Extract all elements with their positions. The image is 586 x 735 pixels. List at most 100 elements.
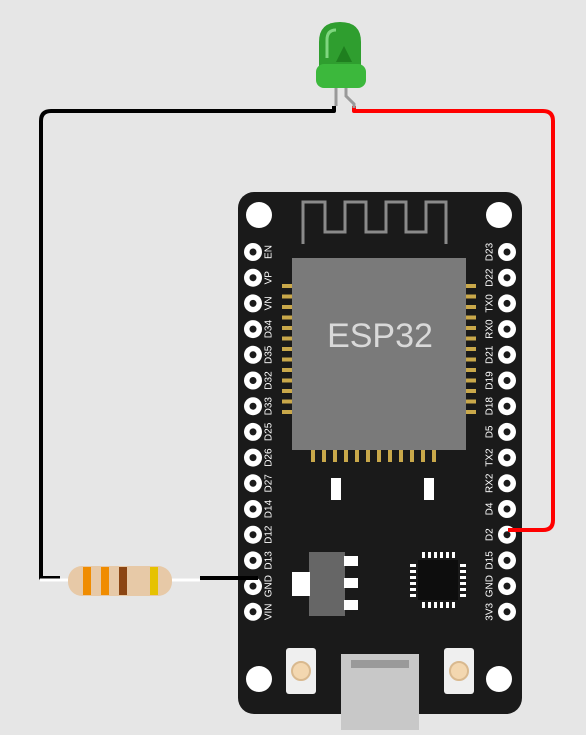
esp32-module [292,258,466,450]
chip-pin [466,326,476,330]
green-led[interactable] [316,22,366,108]
pin-hole [249,325,257,333]
chip-pin [466,378,476,383]
resistor-band [101,567,109,595]
pin-label: GND [264,575,275,597]
chip-pin [333,450,337,462]
ic-pin [460,594,466,597]
ic-pin [440,552,443,558]
pin-hole [249,377,257,384]
chip-pin [466,389,476,393]
ic-pin [446,602,449,608]
resistor[interactable] [40,566,200,596]
led-highlight [325,28,337,58]
pin-hole [249,248,257,256]
pin-label: VP [264,271,275,285]
chip-pin [466,347,476,351]
boot-button[interactable] [286,648,316,694]
pin-hole [249,351,257,359]
pin-hole [503,479,511,487]
usb-connector [341,654,419,730]
resistor-band [150,567,158,595]
chip-pin [432,450,436,462]
ic-pin [434,602,437,608]
chip-pin [322,450,326,462]
chip-pin [344,450,348,462]
pin-label: D34 [264,319,275,338]
pin-label: GND [485,575,496,597]
led-rim [316,64,366,88]
ic-pin [460,576,466,579]
pin-label: TX0 [485,294,496,313]
chip-pin [466,315,476,320]
chip-pin [466,357,476,362]
pin-hole [503,274,511,282]
chip-pin [282,357,292,362]
pin-hole [503,582,511,590]
chip-pin [282,305,292,309]
ic-pin [434,552,437,558]
pin-label: D33 [264,397,275,416]
chip-pin [377,450,381,462]
pin-hole [249,556,257,564]
reset-button[interactable] [444,648,474,694]
usb-serial-chip [410,552,466,608]
chip-pin [282,368,292,372]
pin-hole [503,402,511,410]
ic-pin [422,602,425,608]
ic-pin [440,602,443,608]
pin-label: D2 [485,528,496,541]
resistor-band [119,567,127,595]
pin-label: D26 [264,448,275,467]
voltage-regulator [292,552,358,616]
pin-label: D14 [264,499,275,518]
chip-pin [282,378,292,383]
chip-pin [466,294,476,299]
pin-label: D21 [485,345,496,364]
pin-hole [503,556,511,564]
pin-label: D32 [264,371,275,390]
pin-hole [249,505,257,513]
ic-pin [460,582,466,585]
pin-label: VN [264,296,275,310]
led-inner [336,46,352,62]
chip-label: ESP32 [327,317,433,355]
ic-pin [460,570,466,573]
pin-label: D25 [264,422,275,441]
pin-label: D22 [485,268,496,287]
pin-label: RX0 [485,319,496,339]
pin-label: D23 [485,242,496,261]
chip-pin [466,336,476,341]
smd-pad [331,478,341,500]
ic-pin [452,602,455,608]
chip-pin [282,410,292,414]
pin-hole [503,454,511,462]
chip-pin [282,294,292,299]
pin-hole [503,505,511,513]
smd-pad [424,478,434,500]
pin-hole [249,402,257,410]
pin-label: D27 [264,474,275,493]
pin-label: D18 [485,397,496,416]
pin-hole [503,428,511,436]
pin-label: EN [264,245,275,259]
pin-label: 3V3 [485,602,496,620]
ic-pin [410,588,416,591]
red-wire [352,106,555,532]
mounting-hole [246,202,272,228]
chip-pin [399,450,403,462]
chip-pin [282,326,292,330]
left-pin-header: ENVPVND34D35D32D33D25D26D27D14D12D13GNDV… [244,243,275,621]
pin-hole [503,248,511,256]
pin-hole [249,274,257,282]
pin-label: D5 [485,425,496,438]
pin-hole [503,377,511,384]
chip-pin [311,450,315,462]
pin-hole [503,299,511,307]
ic-pin [452,552,455,558]
pin-label: D35 [264,345,275,364]
chip-side-pins [282,284,476,414]
ic-pin [410,582,416,585]
ic-pin [460,564,466,567]
